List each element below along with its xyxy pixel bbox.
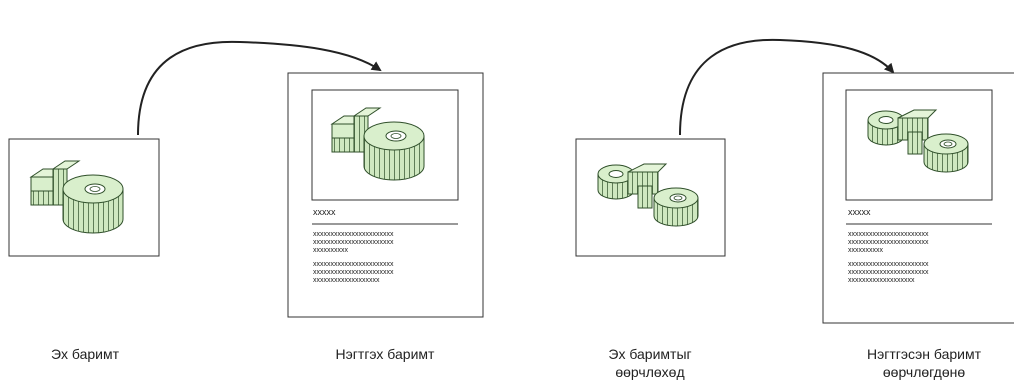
caption-source-doc: Эх баримт — [20, 345, 150, 363]
caption-updated-linked-line1: Нэгтгэсэн баримт — [866, 346, 982, 362]
linked-doc-line: xxxxxxxxxx — [313, 247, 349, 254]
linked-doc-line: xxxxxxxxxxxxxxxxxxxxxxx — [313, 239, 394, 246]
updated-doc-line: xxxxxxxxxxxxxxxxxxxxxxx — [848, 261, 929, 268]
linked-doc-body: xxxxxxxxxxxxxxxxxxxxxxx xxxxxxxxxxxxxxxx… — [313, 231, 394, 284]
caption-modified-source: Эх баримтыг өөрчлөхөд — [570, 345, 730, 381]
caption-linked-doc-text: Нэгтгэх баримт — [335, 346, 435, 362]
link-arrow-1 — [137, 40, 382, 136]
linked-doc-line: xxxxxxxxxxxxxxxxxxxxxxx — [313, 269, 394, 276]
linked-doc-line: xxxxxxxxxxxxxxxxxxx — [313, 277, 380, 284]
link-arrow-2 — [679, 38, 895, 136]
caption-source-doc-text: Эх баримт — [50, 346, 120, 362]
updated-doc-line: xxxxxxxxxx — [848, 247, 884, 254]
caption-linked-doc: Нэгтгэх баримт — [295, 345, 475, 363]
linked-doc-line: xxxxxxxxxxxxxxxxxxxxxxx — [313, 231, 394, 238]
updated-doc-heading: xxxxx — [848, 207, 871, 217]
updated-doc-body: xxxxxxxxxxxxxxxxxxxxxxx xxxxxxxxxxxxxxxx… — [848, 231, 929, 284]
caption-modified-source-line2: өөрчлөхөд — [615, 364, 685, 380]
linked-doc-heading: xxxxx — [313, 207, 336, 217]
updated-doc-line: xxxxxxxxxxxxxxxxxxxxxxx — [848, 231, 929, 238]
updated-doc-line: xxxxxxxxxxxxxxxxxxx — [848, 277, 915, 284]
updated-doc-line: xxxxxxxxxxxxxxxxxxxxxxx — [848, 269, 929, 276]
caption-modified-source-line1: Эх баримтыг — [608, 346, 692, 362]
caption-updated-linked: Нэгтгэсэн баримт өөрчлөгдөнө — [834, 345, 1014, 381]
caption-updated-linked-line2: өөрчлөгдөнө — [882, 364, 966, 380]
updated-doc-line: xxxxxxxxxxxxxxxxxxxxxxx — [848, 239, 929, 246]
linked-doc-line: xxxxxxxxxxxxxxxxxxxxxxx — [313, 261, 394, 268]
